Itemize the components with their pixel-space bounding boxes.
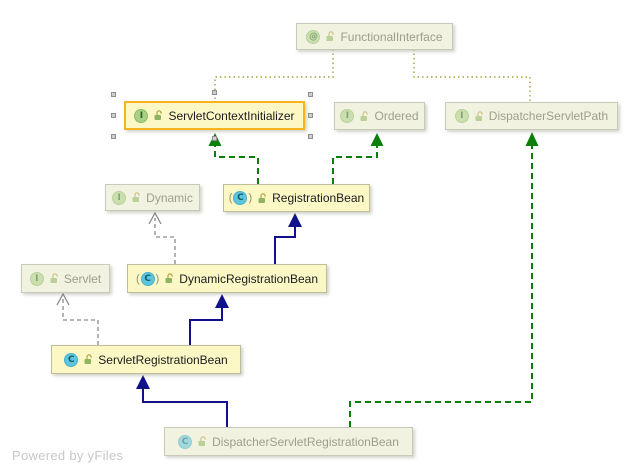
abstract-class-icon: C	[136, 271, 159, 286]
lock-icon	[325, 31, 335, 42]
node-servlet[interactable]: I Servlet	[21, 264, 110, 293]
abstract-class-icon: C	[229, 191, 252, 205]
class-icon-letter: C	[140, 271, 155, 286]
node-dynamic-registration-bean[interactable]: C DynamicRegistrationBean	[127, 264, 327, 293]
edge-extends-dynamicregistrationbean-registrationbean[interactable]	[274, 213, 302, 264]
lock-icon	[257, 192, 267, 204]
selection-handle-bottom-right[interactable]	[308, 134, 313, 139]
interface-icon: I	[454, 109, 469, 123]
lock-icon	[164, 273, 174, 284]
lock-icon	[197, 436, 207, 447]
edge-annotation-functionalinterface-dispatcherservletpath[interactable]	[413, 49, 531, 101]
selection-handle-top-right[interactable]	[308, 92, 313, 97]
interface-icon: I	[29, 271, 44, 286]
inner-interface-icon: I	[112, 190, 127, 205]
edge-extends-dispatcherservletregistrationbean-servletregistrationbean[interactable]	[136, 375, 228, 427]
node-dynamic[interactable]: I Dynamic	[105, 184, 200, 211]
node-label: ServletContextInitializer	[168, 108, 295, 123]
node-servlet-context-initializer[interactable]: I ServletContextInitializer	[124, 101, 305, 130]
selection-handle-bottom-left[interactable]	[111, 134, 116, 139]
edge-dependency-servletregistrationbean-servlet[interactable]	[56, 292, 99, 345]
edge-implements-dispatcherservletregistrationbean-dispatcherservletpath[interactable]	[349, 132, 539, 427]
interface-icon: I	[134, 108, 149, 123]
interface-icon: I	[340, 109, 355, 123]
selection-handle-bottom-mid[interactable]	[212, 136, 217, 141]
edge-dependency-dynamicregistrationbean-dynamic[interactable]	[148, 211, 176, 264]
lock-icon	[83, 354, 93, 365]
node-label: Ordered	[374, 109, 419, 123]
class-icon: C	[64, 352, 79, 367]
lock-icon	[474, 110, 484, 122]
node-servlet-registration-bean[interactable]: C ServletRegistrationBean	[51, 345, 241, 374]
yfiles-watermark: Powered by yFiles	[12, 448, 124, 463]
lock-icon	[153, 110, 163, 121]
edge-annotation-functionalinterface-servletcontextinitializer[interactable]	[214, 49, 334, 101]
class-icon-letter: C	[233, 191, 248, 205]
node-label: ServletRegistrationBean	[98, 352, 228, 367]
node-label: FunctionalInterface	[340, 29, 443, 44]
node-label: DispatcherServletRegistrationBean	[212, 434, 399, 449]
selection-handle-top-left[interactable]	[111, 92, 116, 97]
annotation-icon: @	[306, 29, 321, 44]
node-dispatcher-servlet-path[interactable]: I DispatcherServletPath	[445, 102, 618, 130]
node-dispatcher-servlet-registration-bean[interactable]: C DispatcherServletRegistrationBean	[164, 427, 413, 456]
selection-handle-top-mid[interactable]	[212, 90, 217, 95]
node-label: Dynamic	[146, 190, 193, 205]
edge-implements-registrationbean-ordered[interactable]	[332, 133, 384, 184]
selection-handle-mid-right[interactable]	[308, 113, 313, 118]
lock-icon	[131, 192, 141, 203]
lock-icon	[359, 110, 369, 122]
node-label: RegistrationBean	[272, 191, 365, 205]
node-ordered[interactable]: I Ordered	[334, 102, 425, 130]
node-label: Servlet	[63, 271, 102, 286]
node-label: DynamicRegistrationBean	[179, 271, 319, 286]
node-registration-bean[interactable]: C RegistrationBean	[223, 184, 370, 212]
node-functional-interface[interactable]: @ FunctionalInterface	[296, 23, 453, 50]
selection-handle-mid-left[interactable]	[111, 113, 116, 118]
node-label: DispatcherServletPath	[488, 109, 609, 123]
lock-icon	[49, 273, 59, 284]
class-icon: C	[178, 434, 193, 449]
edge-extends-servletregistrationbean-dynamicregistrationbean[interactable]	[189, 294, 229, 345]
